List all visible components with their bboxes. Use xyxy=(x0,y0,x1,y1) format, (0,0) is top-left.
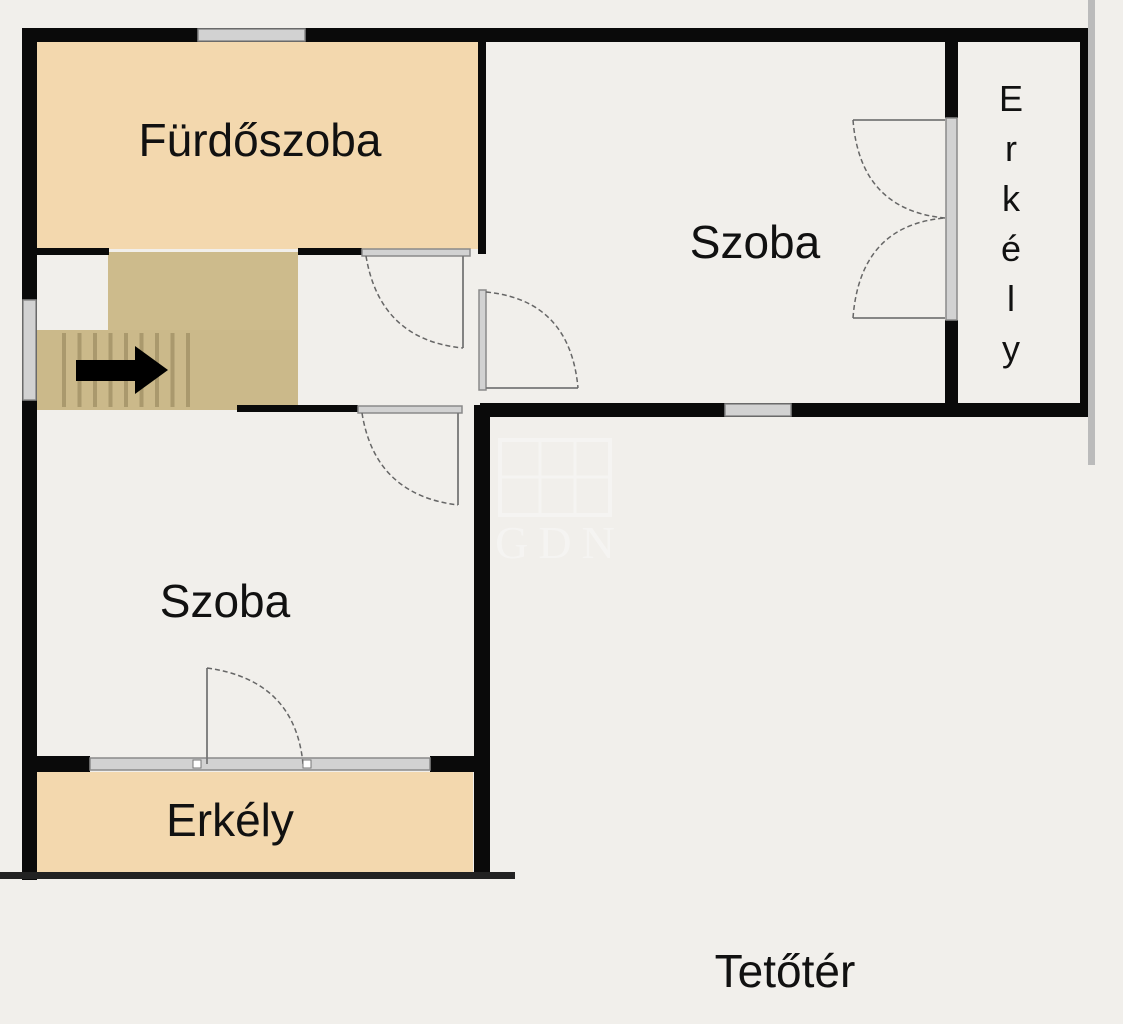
watermark-logo: GDN xyxy=(495,438,625,568)
door-balcony-right xyxy=(852,119,946,319)
door-bathroom xyxy=(361,248,471,349)
label-room-top-right: Szoba xyxy=(690,216,821,268)
window-top xyxy=(197,28,306,42)
label-room-bottom-left: Szoba xyxy=(160,575,291,627)
stair-step xyxy=(170,333,175,407)
svg-text:y: y xyxy=(1002,328,1020,369)
stair-direction-arrow-icon xyxy=(76,346,168,394)
svg-text:k: k xyxy=(1002,178,1021,219)
label-floor: Tetőtér xyxy=(715,945,856,997)
balcony-bottom-area xyxy=(37,772,473,873)
window-balcony-bottom xyxy=(89,757,431,771)
svg-text:l: l xyxy=(1007,278,1015,319)
svg-text:GDN: GDN xyxy=(495,517,625,568)
svg-text:r: r xyxy=(1005,128,1017,169)
bathroom-area xyxy=(37,42,479,249)
door-bottom-room xyxy=(357,405,463,506)
balcony-door-right xyxy=(945,117,958,321)
window-right-room xyxy=(724,403,792,417)
stair-step xyxy=(186,333,190,407)
door-balcony-bottom xyxy=(192,667,312,769)
svg-text:E: E xyxy=(999,78,1023,119)
door-right-room xyxy=(478,289,579,391)
stair-step xyxy=(62,333,66,407)
label-bathroom: Fürdőszoba xyxy=(139,114,382,166)
svg-text:é: é xyxy=(1001,228,1021,269)
staircase xyxy=(37,252,298,410)
window-left xyxy=(22,299,37,401)
label-balcony-bottom: Erkély xyxy=(166,794,294,846)
label-balcony-right: E r k é l y xyxy=(999,78,1023,369)
